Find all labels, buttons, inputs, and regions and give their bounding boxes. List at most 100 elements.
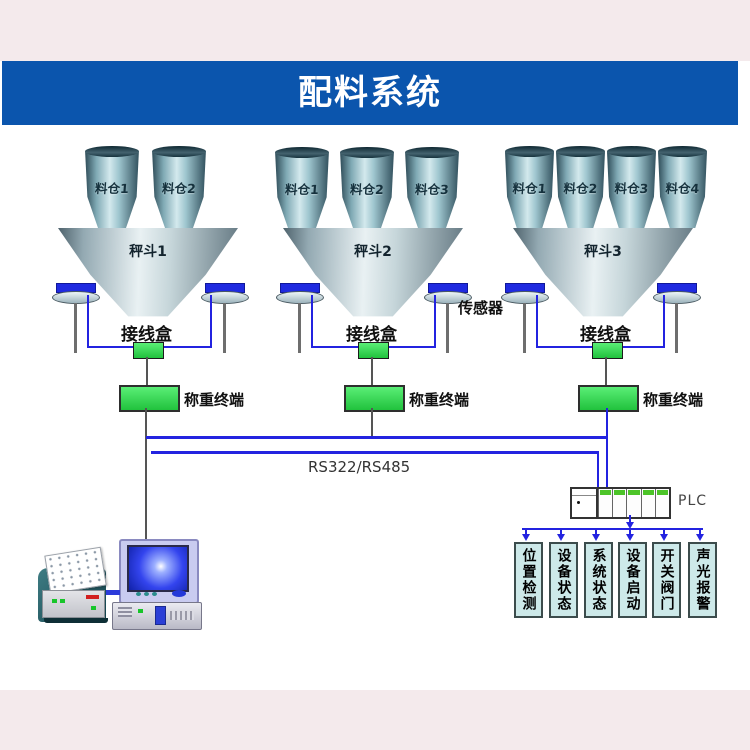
silo-label: 料仓3	[614, 181, 649, 196]
plc-io-module	[612, 489, 627, 517]
junction-box	[358, 342, 389, 359]
silo: 料仓3	[404, 147, 460, 228]
weighing-terminal-label: 称重终端	[409, 391, 470, 409]
printer-led	[91, 606, 96, 610]
load-cell-post	[675, 303, 678, 353]
sensor-wire	[663, 295, 665, 348]
sensor-wire	[386, 346, 436, 348]
bus-line-2	[151, 451, 599, 454]
branch-line	[629, 528, 631, 534]
silo-label: 料仓1	[512, 181, 547, 196]
silo: 料仓1	[84, 146, 140, 228]
sensor-wire	[311, 295, 313, 348]
sensor-wire	[620, 346, 665, 348]
bottom-margin-strip	[0, 690, 750, 750]
silo: 料仓2	[339, 147, 395, 228]
case-led	[138, 609, 143, 613]
silo: 料仓2	[555, 146, 606, 228]
plc-io-module	[640, 489, 655, 517]
silo-label: 料仓4	[665, 181, 700, 196]
sensor-wire	[161, 346, 212, 348]
output-box: 位置检测	[514, 542, 543, 618]
junction-box-label: 接线盒	[121, 325, 172, 345]
weighing-terminal-label: 称重终端	[643, 391, 704, 409]
scale-hopper: 秤斗2	[283, 228, 463, 317]
distribution-line	[522, 528, 703, 530]
branch-line	[699, 528, 701, 534]
silo: 料仓1	[274, 147, 330, 228]
load-cell-post	[223, 303, 226, 353]
silo: 料仓2	[151, 146, 207, 228]
silo-rim	[152, 146, 206, 157]
silo-body	[275, 152, 329, 228]
load-cell-post	[74, 303, 77, 353]
sensor-wire	[434, 295, 436, 348]
plc-cpu-module	[572, 489, 598, 517]
silo-rim	[275, 147, 329, 158]
silo-label: 料仓1	[94, 181, 130, 196]
silo-rim	[556, 146, 605, 157]
scale-hopper-label: 秤斗1	[129, 244, 167, 260]
plc	[570, 487, 671, 519]
output-box: 设备状态	[549, 542, 578, 618]
printer-base	[44, 618, 108, 623]
silo-rim	[658, 146, 707, 157]
sensor-wire	[536, 295, 538, 348]
junction-box-label: 接线盒	[580, 325, 631, 345]
weighing-terminal	[344, 385, 405, 412]
weighing-terminal	[119, 385, 180, 412]
output-box: 系统状态	[584, 542, 613, 618]
branch-line	[560, 528, 562, 534]
plc-io-module	[626, 489, 641, 517]
sensor-wire	[87, 295, 89, 348]
scale-hopper-label: 秤斗2	[354, 244, 392, 260]
plc-io-module	[654, 489, 670, 517]
sensor-wire	[87, 346, 133, 348]
silo-label: 料仓2	[349, 182, 385, 197]
weighing-terminal-label: 称重终端	[184, 391, 245, 409]
connector-line	[146, 357, 148, 385]
computer-screen	[127, 545, 189, 592]
silo-body	[340, 152, 394, 228]
connector-line	[605, 357, 607, 385]
monitor-button	[144, 592, 149, 596]
output-box: 声光报警	[688, 542, 717, 618]
down-arrow-icon	[696, 534, 704, 541]
print-arrow-stem	[106, 590, 120, 595]
printer-led	[52, 599, 57, 603]
silo-body	[152, 151, 206, 228]
silo-label: 料仓2	[161, 181, 197, 196]
weighing-terminal	[578, 385, 639, 412]
silo: 料仓4	[657, 146, 708, 228]
silo-body	[607, 151, 656, 228]
monitor-power-light	[172, 590, 186, 597]
connector-line	[371, 357, 373, 385]
floppy-slot	[155, 606, 166, 625]
case-vent	[118, 607, 132, 617]
silo: 料仓3	[606, 146, 657, 228]
silo-body	[405, 152, 459, 228]
printer-led	[60, 599, 65, 603]
load-cell-post	[298, 303, 301, 353]
scale-hopper-label: 秤斗3	[584, 244, 622, 260]
branch-line	[663, 528, 665, 534]
silo-body	[85, 151, 139, 228]
bus-to-plc-line	[597, 452, 599, 488]
case-drive-bay	[170, 611, 194, 620]
junction-box	[592, 342, 623, 359]
bus-label: RS322/RS485	[308, 458, 411, 476]
silo-rim	[85, 146, 139, 157]
plc-output-line	[629, 515, 631, 523]
bus-line-1	[146, 436, 608, 439]
sensor-label: 传感器	[458, 299, 504, 317]
silo-rim	[607, 146, 656, 157]
sensor-wire	[311, 346, 358, 348]
page-title: 配料系统	[298, 73, 442, 113]
junction-box-label: 接线盒	[346, 325, 397, 345]
silo-body	[658, 151, 707, 228]
output-box: 设备启动	[618, 542, 647, 618]
down-arrow-icon	[626, 534, 634, 541]
plc-io-module	[598, 489, 613, 517]
branch-line	[595, 528, 597, 534]
silo-body	[556, 151, 605, 228]
